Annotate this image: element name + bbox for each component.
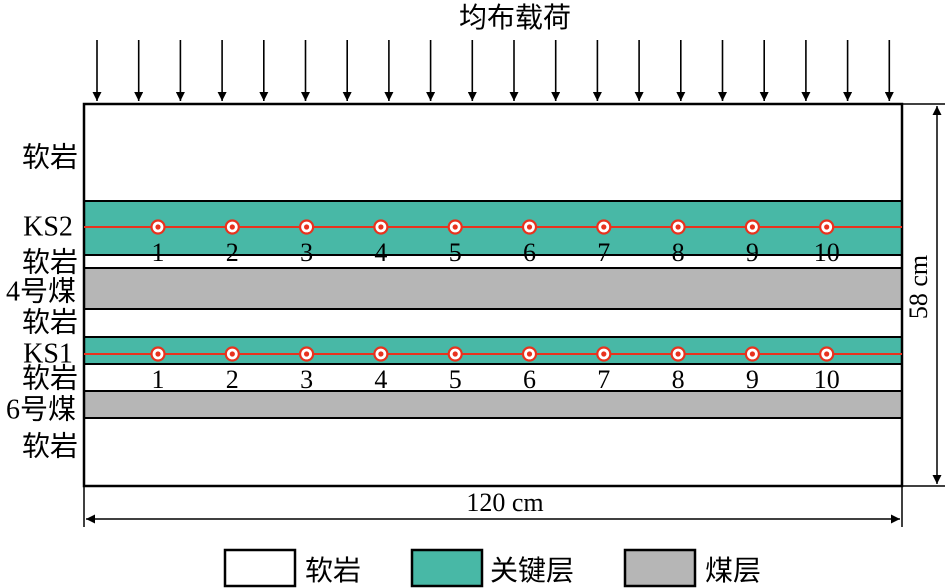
measure-point-dot (526, 351, 533, 357)
measure-point-number: 2 (226, 365, 239, 394)
measure-point-dot (378, 351, 384, 357)
stratum-label-soft-rock-2: 软岩 (22, 246, 78, 278)
measure-point-number: 3 (300, 365, 313, 394)
measure-point-number: 8 (672, 365, 685, 394)
stratum-label-soft-rock-3: 软岩 (22, 306, 78, 338)
legend-swatch-soft-rock (223, 548, 297, 588)
stratum-label-key-stratum-2: KS2 (23, 211, 73, 242)
layer-coal-6 (83, 390, 903, 419)
measure-point-number: 5 (449, 238, 462, 267)
measure-point-number: 10 (814, 365, 840, 394)
measure-point-number: 2 (226, 238, 239, 267)
legend-label-coal: 煤层 (705, 555, 761, 587)
legend-item-soft-rock: 软岩 (223, 548, 361, 588)
layer-soft-rock-2 (83, 254, 903, 269)
legend-label-key-stratum: 关键层 (490, 555, 574, 587)
height-dimension: 58 cm (903, 103, 945, 487)
measure-point-number: 4 (374, 365, 387, 394)
width-dimension: 120 cm (83, 487, 903, 527)
layer-coal-4 (83, 267, 903, 310)
layer-soft-rock-4 (83, 363, 903, 392)
model-outline (82, 102, 904, 488)
measure-point-dot (452, 224, 458, 230)
height-dimension-label: 58 cm (904, 255, 933, 319)
load-title: 均布载荷 (459, 2, 571, 34)
measure-point-dot (749, 224, 756, 230)
measurement-lines: 1 2 3 4 5 6 7 8 9 10 1 2 3 4 5 6 7 8 9 10 (84, 219, 902, 394)
measure-point-dot (601, 224, 607, 230)
layer-soft-rock-top (83, 103, 903, 202)
measure-point-number: 9 (746, 238, 759, 267)
measure-point-dot (229, 224, 235, 230)
legend-swatch-coal (623, 548, 697, 588)
measure-point-dot (155, 224, 161, 230)
width-dimension-label: 120 cm (466, 488, 543, 517)
stratum-label-key-stratum-1: KS1 (23, 338, 73, 369)
measure-point-dot (452, 351, 458, 357)
measure-point-number: 1 (152, 238, 165, 267)
stratum-label-coal-6: 6号煤 (6, 393, 76, 425)
measure-point-number: 4 (374, 238, 387, 267)
measure-point-dot (675, 224, 681, 230)
legend: 软岩 关键层 煤层 (223, 548, 761, 588)
legend-item-coal: 煤层 (623, 548, 761, 588)
measure-point-number: 7 (597, 238, 610, 267)
measure-point-dot (304, 351, 310, 357)
stratum-label-soft-rock-bottom: 软岩 (22, 430, 78, 462)
legend-label-soft-rock: 软岩 (305, 555, 361, 587)
measure-point-number: 10 (814, 238, 840, 267)
measure-point-dot (304, 224, 310, 230)
strata-layers (83, 103, 903, 487)
measure-point-dot (749, 351, 756, 357)
measure-point-dot (824, 351, 830, 357)
stratum-label-coal-4: 4号煤 (6, 275, 76, 307)
measure-point-number: 6 (523, 238, 536, 267)
layer-key-stratum-1 (83, 336, 903, 365)
measure-point-number: 6 (523, 365, 536, 394)
measure-point-dot (601, 351, 607, 357)
measure-point-number: 3 (300, 238, 313, 267)
measure-point-dot (378, 224, 384, 230)
measure-point-dot (526, 224, 533, 230)
layer-soft-rock-bottom (83, 417, 903, 487)
measure-point-number: 1 (152, 365, 165, 394)
measure-point-dot (155, 351, 161, 357)
measure-point-number: 7 (597, 365, 610, 394)
measure-point-number: 9 (746, 365, 759, 394)
stratum-label-soft-rock-top: 软岩 (22, 141, 78, 173)
measure-point-dot (675, 351, 681, 357)
measure-line-key-stratum-2: 1 2 3 4 5 6 7 8 9 10 (84, 219, 902, 267)
measure-point-number: 5 (449, 365, 462, 394)
measure-point-dot (229, 351, 235, 357)
stratum-label-soft-rock-4: 软岩 (22, 362, 78, 394)
measure-point-number: 8 (672, 238, 685, 267)
legend-item-key-stratum: 关键层 (410, 548, 574, 588)
legend-swatch-key-stratum (410, 548, 484, 588)
layer-soft-rock-3 (83, 308, 903, 338)
measure-point-dot (824, 224, 830, 230)
uniform-load-arrows (92, 40, 894, 101)
measure-line-key-stratum-1: 1 2 3 4 5 6 7 8 9 10 (84, 346, 902, 394)
